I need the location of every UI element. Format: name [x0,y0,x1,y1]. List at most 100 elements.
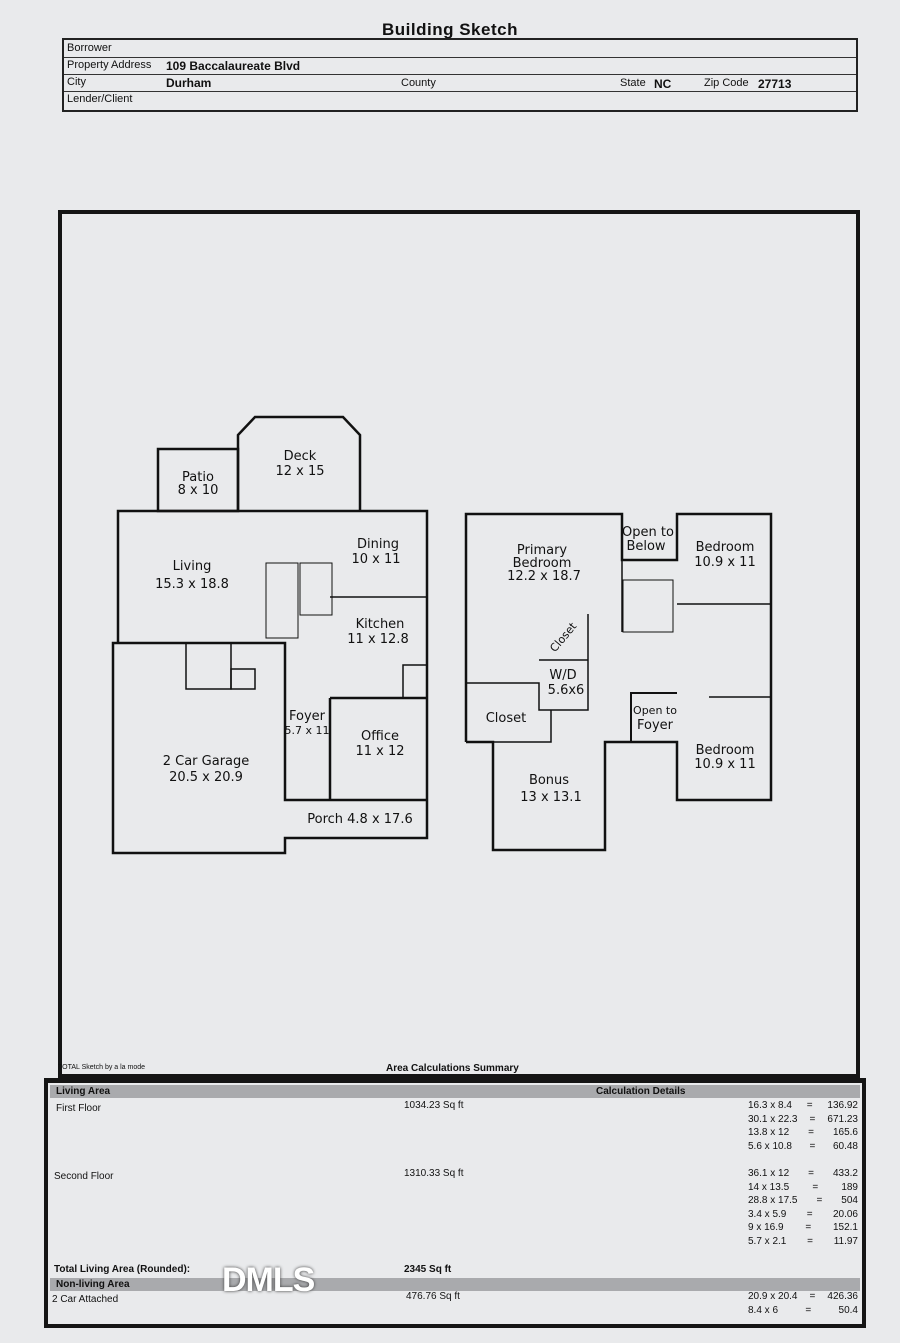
primary-label: Primary [517,543,568,558]
room-labels: Patio 8 x 10 Deck 12 x 15 Living 15.3 x … [155,449,756,827]
zip-label: Zip Code [704,77,749,89]
lender-row: Lender/Client [64,91,856,108]
city-value: Durham [166,76,212,90]
non-living-bar [50,1278,860,1291]
borrower-row: Borrower [64,40,856,58]
primary-label-2: Bedroom [513,556,572,571]
calc-equals: = [806,1208,813,1220]
page-title: Building Sketch [382,20,518,39]
calc-expression: 20.9 x 20.4 [748,1291,798,1302]
address-label: Property Address [67,59,152,71]
foyer-dims: 5.7 x 11 [285,724,330,737]
garage-area-value: 476.76 Sq ft [406,1291,460,1302]
calc-equals: = [805,1222,812,1233]
calc-row: 36.1 x 12 = 433.2 [748,1168,858,1182]
bonus-dims: 13 x 13.1 [520,790,581,805]
calc-result: 433.2 [832,1168,858,1179]
bedroom2-label: Bedroom [696,743,755,758]
state-label: State [620,77,646,89]
patio-dims: 8 x 10 [178,483,219,498]
deck-dims: 12 x 15 [275,464,324,479]
open-foyer-label-2: Foyer [637,718,674,733]
calc-row: 30.1 x 22.3 = 671.23 [748,1114,858,1128]
calc-equals: = [806,1100,813,1111]
calc-expression: 30.1 x 22.3 [748,1113,798,1125]
bedroom1-dims: 10.9 x 11 [694,555,755,570]
calc-result: 165.6 [832,1127,858,1138]
deck-outline [236,415,362,511]
living-label: Living [173,559,212,574]
open-below-label: Open to [622,525,674,540]
zip-value: 27713 [758,77,792,91]
dining-label: Dining [357,537,399,552]
primary-dims: 12.2 x 18.7 [507,569,581,584]
garage-dims: 20.5 x 20.9 [169,770,243,785]
calc-result: 426.36 [827,1291,858,1302]
second-floor-area: 1310.33 Sq ft [404,1168,464,1179]
calc-row: 16.3 x 8.4=136.92 [748,1100,858,1114]
closet-label: Closet [486,711,527,726]
calc-result: 671.23 [827,1113,858,1125]
closet-diag-label: Closet [547,619,579,654]
second-floor-outline [464,512,773,852]
calc-row: 20.9 x 20.4 = 426.36 [748,1291,858,1305]
deck-label: Deck [284,449,317,464]
office-dims: 11 x 12 [355,744,404,759]
calc-equals: = [805,1304,812,1316]
watermark-logo: DMLS [222,1261,315,1299]
calc-equals: = [809,1140,816,1152]
office-label: Office [361,729,399,744]
garage-area-label: 2 Car Attached [52,1294,119,1305]
calc-expression: 16.3 x 8.4 [748,1100,792,1111]
first-floor-label: First Floor [56,1103,101,1114]
calc-row: 5.6 x 10.8 = 60.48 [748,1141,858,1155]
city-label: City [67,76,86,88]
living-dims: 15.3 x 18.8 [155,577,229,592]
total-living-value: 2345 Sq ft [404,1264,452,1275]
city-row: City Durham County State NC Zip Code 27713 [64,74,856,92]
sketch-frame [58,210,860,1078]
living-area-bar [50,1085,860,1098]
calc-equals: = [816,1195,823,1206]
open-below-label-2: Below [626,539,665,554]
open-foyer-label: Open to [633,704,677,717]
calc-equals: = [807,1235,813,1247]
total-living-label: Total Living Area (Rounded): [54,1264,191,1275]
calc-equals: = [809,1291,816,1302]
calc-row: 14 x 13.5=189 [748,1182,858,1196]
kitchen-dims: 11 x 12.8 [347,632,408,647]
living-area-label: Living Area [56,1086,111,1097]
calc-result: 152.1 [832,1222,858,1233]
non-living-label: Non-living Area [56,1279,130,1290]
calc-expression: 5.6 x 10.8 [748,1140,792,1152]
stairs-icon [265,562,674,639]
calc-expression: 5.7 x 2.1 [748,1235,787,1247]
calc-row: 9 x 16.9 = 152.1 [748,1222,858,1236]
calc-equals: = [812,1181,819,1193]
calc-expression: 13.8 x 12 [748,1127,790,1138]
calc-expression: 14 x 13.5 [748,1181,790,1193]
calc-result: 50.4 [838,1304,858,1316]
county-label: County [401,77,436,89]
second-floor-label: Second Floor [54,1171,114,1182]
calc-expression: 36.1 x 12 [748,1168,790,1179]
calc-result: 60.48 [832,1140,858,1152]
calc-result: 20.06 [832,1208,858,1220]
calc-equals: = [809,1113,816,1125]
garage-label: 2 Car Garage [163,754,250,769]
porch-label: Porch 4.8 x 17.6 [307,812,413,827]
calc-expression: 9 x 16.9 [748,1222,784,1233]
calc-equals: = [808,1168,814,1179]
summary-title: Area Calculations Summary [386,1063,519,1074]
wd-label: W/D [549,668,576,683]
calc-details-label: Calculation Details [596,1086,686,1097]
bonus-label: Bonus [529,773,569,788]
wd-dims: 5.6x6 [548,683,585,698]
state-value: NC [654,77,672,91]
